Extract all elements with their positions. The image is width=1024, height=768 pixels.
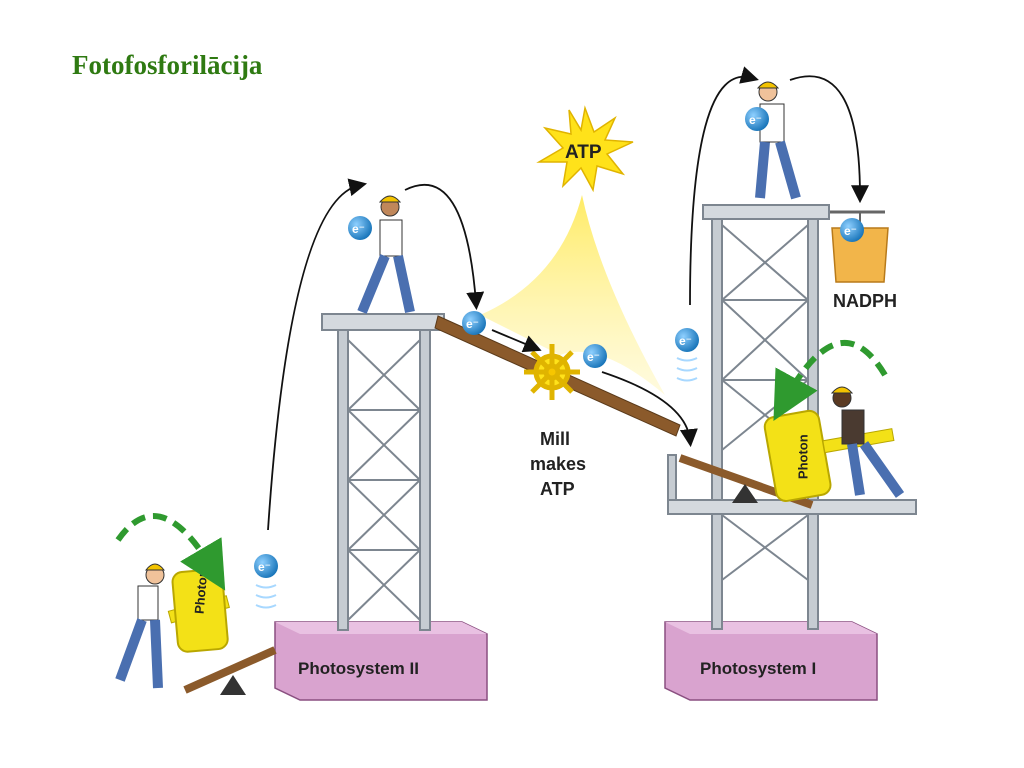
atp-starburst: ATP bbox=[539, 108, 633, 190]
electron-held-tower-1: e⁻ bbox=[745, 107, 769, 131]
mill-wheel bbox=[524, 344, 580, 400]
arrow-drop-to-bucket bbox=[790, 76, 860, 196]
atp-glow-cone bbox=[480, 195, 665, 395]
electron-mill: e⁻ bbox=[583, 344, 607, 368]
arrow-drop-to-ramp bbox=[405, 185, 476, 303]
electron-held-tower-2: e⁻ bbox=[348, 216, 372, 240]
photosystem-2-base: Photosystem II bbox=[275, 622, 487, 700]
dashed-arrow-left bbox=[118, 516, 213, 570]
photon-hammer-left: Photon bbox=[165, 566, 233, 653]
photosystem-1-label: Photosystem I bbox=[700, 659, 816, 678]
photosystem-2-label: Photosystem II bbox=[298, 659, 419, 678]
worker-tower-2 bbox=[362, 196, 410, 312]
electron-ramp-top: e⁻ bbox=[462, 311, 486, 335]
hammer-label-right: Photon bbox=[795, 434, 810, 479]
photosystem-1-base: Photosystem I bbox=[665, 622, 877, 700]
worker-tower-1-top bbox=[758, 82, 796, 198]
svg-text:e⁻: e⁻ bbox=[749, 113, 762, 127]
svg-text:e⁻: e⁻ bbox=[466, 317, 479, 331]
nadph-label: NADPH bbox=[833, 291, 897, 311]
electron-in-bucket: e⁻ bbox=[840, 218, 864, 242]
seesaw-left bbox=[185, 650, 275, 695]
atp-label: ATP bbox=[565, 142, 602, 163]
electron-left-rising: e⁻ bbox=[254, 554, 278, 608]
svg-text:e⁻: e⁻ bbox=[844, 224, 857, 238]
svg-text:e⁻: e⁻ bbox=[679, 334, 692, 348]
svg-text:e⁻: e⁻ bbox=[352, 222, 365, 236]
mill-label-line-2: makes bbox=[530, 454, 586, 474]
photon-hammer-right: Photon bbox=[763, 397, 901, 502]
tower-photosystem-2 bbox=[322, 314, 444, 630]
svg-text:e⁻: e⁻ bbox=[587, 350, 600, 364]
mill-label-line-3: ATP bbox=[540, 479, 575, 499]
svg-text:e⁻: e⁻ bbox=[258, 560, 271, 574]
worker-bottom-left bbox=[120, 564, 164, 688]
mill-label-line-1: Mill bbox=[540, 429, 570, 449]
electron-mid-rising: e⁻ bbox=[675, 328, 699, 381]
